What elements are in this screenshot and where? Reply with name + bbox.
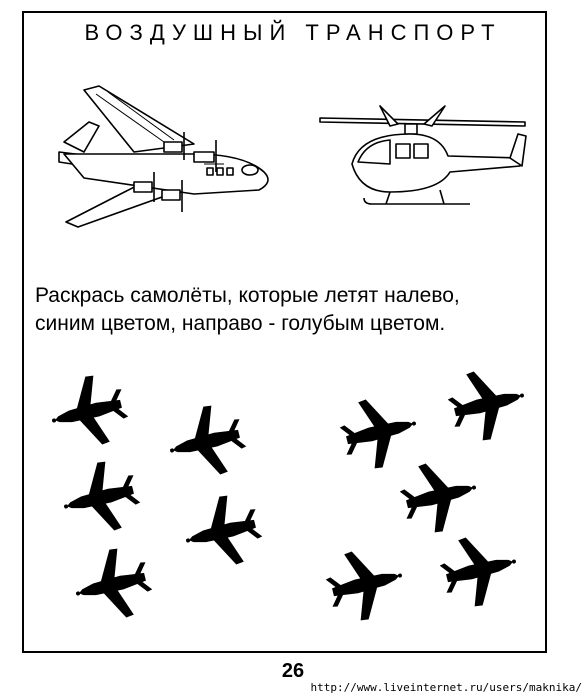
plane-left-icon xyxy=(177,488,268,575)
instruction-text: Раскрась самолёты, которые летят налево,… xyxy=(35,282,515,338)
helicopter-icon xyxy=(319,105,527,205)
plane-left-icon xyxy=(161,398,252,485)
plane-right-icon xyxy=(394,453,485,540)
page-frame xyxy=(22,11,547,653)
watermark-url: http://www.liveinternet.ru/users/maknika… xyxy=(310,681,582,694)
cargo-plane-icon xyxy=(58,85,269,228)
page-number: 26 xyxy=(281,660,305,682)
instruction-line-1: Раскрась самолёты, которые летят налево, xyxy=(35,284,460,307)
plane-left-icon xyxy=(67,541,158,628)
instruction-line-2: синим цветом, направо - голубым цветом. xyxy=(35,312,446,335)
plane-right-icon xyxy=(320,541,411,628)
plane-left-icon xyxy=(55,454,146,541)
plane-right-icon xyxy=(434,527,525,614)
plane-left-icon xyxy=(43,368,134,455)
page-title: ВОЗДУШНЫЙ ТРАНСПОРТ xyxy=(84,20,502,45)
plane-right-icon xyxy=(442,361,533,448)
